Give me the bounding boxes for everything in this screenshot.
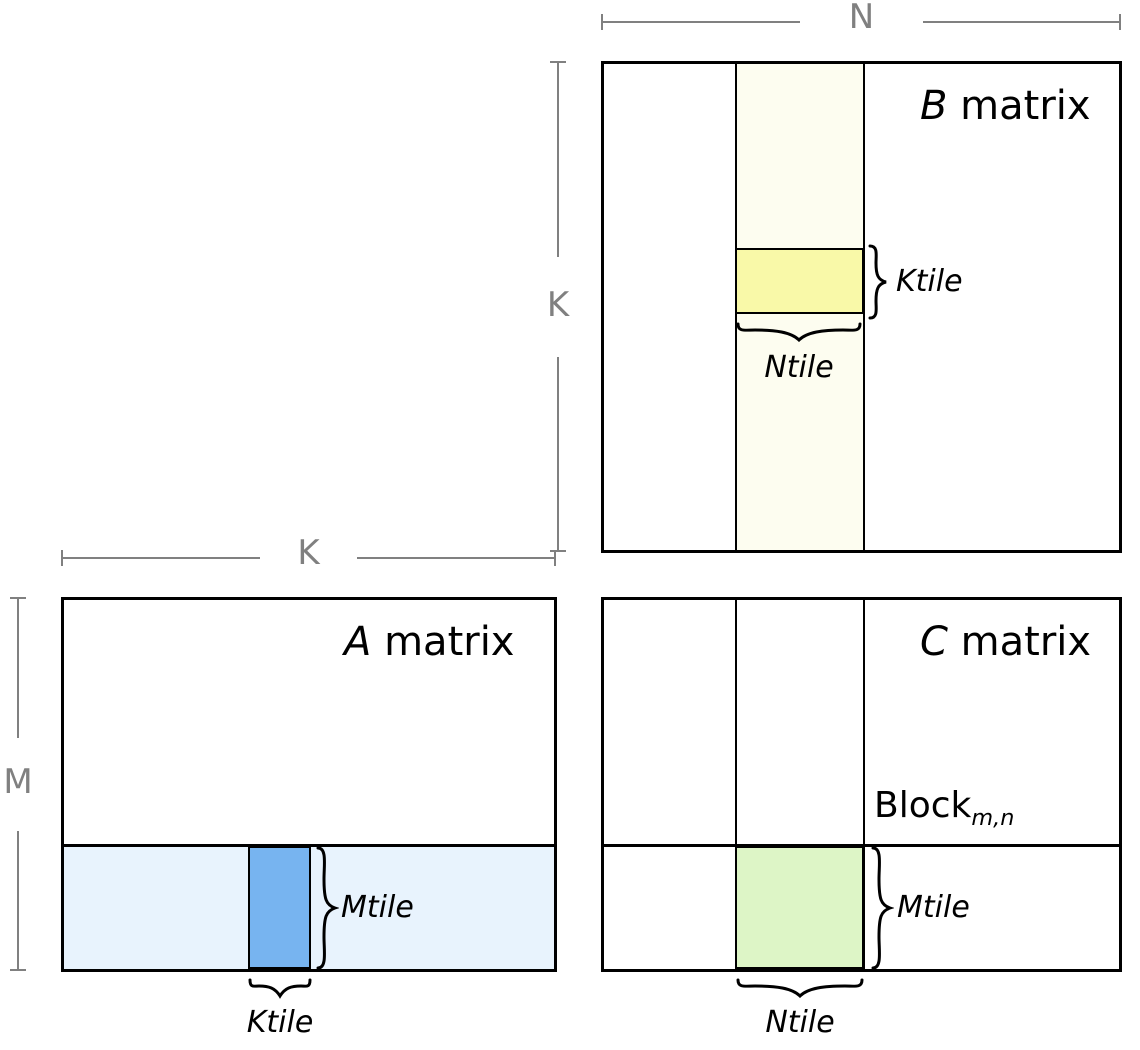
- dimension-k-horizontal-bar-left: [62, 557, 260, 559]
- matrix-a-tile: [248, 846, 311, 969]
- matrix-b-title-rest: matrix: [947, 83, 1091, 129]
- matrix-a-divider-row: [64, 844, 554, 847]
- matrix-c-block-label: Blockm,n: [874, 788, 1014, 830]
- brace-right-glyph: [868, 244, 887, 320]
- matrix-b-ktile-brace: [866, 243, 890, 321]
- matrix-a-mtile-label: Mtile: [341, 890, 414, 925]
- dimension-n-cap-right: [1119, 14, 1121, 30]
- matrix-b-title-var: B: [920, 83, 948, 129]
- dimension-k-vertical-cap-bottom: [550, 550, 566, 552]
- dimension-k-horizontal-bar-right: [357, 557, 554, 559]
- matrix-c-block-label-sub: m,n: [971, 805, 1015, 832]
- dimension-m: M: [3, 597, 33, 972]
- dimension-k-vertical-bar-bottom: [557, 357, 559, 551]
- dimension-k-horizontal-label: K: [297, 533, 320, 573]
- matrix-c-divider-row: [604, 844, 1119, 847]
- matrix-b-divider-right: [863, 64, 865, 550]
- matrix-a: A matrix: [61, 597, 557, 972]
- dimension-m-bar-top: [17, 598, 19, 738]
- matrix-c-mtile-label: Mtile: [897, 890, 970, 925]
- dimension-k-horizontal-cap-right: [554, 550, 556, 566]
- matrix-b-tile: [735, 248, 864, 314]
- matrix-c-mtile-brace: [868, 845, 894, 973]
- matrix-b-ktile-label: Ktile: [896, 264, 963, 299]
- dimension-k-vertical-bar-top: [557, 62, 559, 257]
- matrix-a-mtile-brace: [313, 845, 339, 973]
- matrix-b-ntile-brace: [735, 320, 863, 344]
- matrix-b-title: B matrix: [920, 86, 1091, 126]
- dimension-m-label: M: [3, 762, 33, 802]
- dimension-m-cap-bottom: [10, 969, 26, 971]
- matrix-a-title-var: A: [344, 619, 372, 665]
- dimension-k-vertical: K: [547, 61, 569, 553]
- brace-down-glyph: [248, 978, 312, 999]
- matrix-c-ntile-label: Ntile: [765, 1005, 835, 1040]
- brace-down-glyph: [736, 978, 864, 999]
- matrix-c-title: C matrix: [920, 622, 1091, 662]
- matrix-b-ntile-label: Ntile: [764, 350, 834, 385]
- brace-down-glyph: [736, 322, 862, 343]
- brace-right-glyph: [871, 846, 894, 970]
- brace-right-glyph: [316, 846, 339, 970]
- matrix-a-ktile-label: Ktile: [246, 1005, 314, 1040]
- dimension-k-vertical-label: K: [546, 285, 570, 325]
- dimension-n: N: [601, 0, 1122, 34]
- dimension-m-bar-bottom: [17, 831, 19, 970]
- matrix-a-ktile-brace: [247, 976, 313, 1000]
- matrix-a-title-rest: matrix: [371, 619, 515, 665]
- dimension-k-horizontal: K: [61, 536, 557, 570]
- dimension-n-bar-right: [923, 21, 1120, 23]
- matrix-c-divider-left: [735, 600, 737, 969]
- matrix-c-block-label-text: Block: [874, 785, 972, 826]
- dimension-n-bar-left: [602, 21, 800, 23]
- dimension-n-label: N: [848, 0, 875, 37]
- matrix-c: C matrix Blockm,n: [601, 597, 1122, 972]
- matrix-b: B matrix: [601, 61, 1122, 553]
- matrix-c-title-rest: matrix: [947, 619, 1092, 665]
- matrix-c-tile: [735, 846, 864, 969]
- matrix-c-divider-right: [863, 600, 865, 969]
- matrix-c-title-var: C: [920, 619, 948, 665]
- matrix-c-ntile-brace: [735, 976, 865, 1000]
- matrix-a-title: A matrix: [344, 622, 514, 662]
